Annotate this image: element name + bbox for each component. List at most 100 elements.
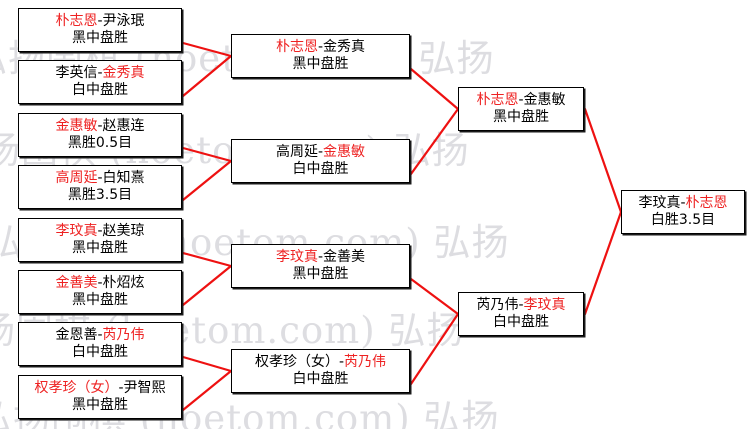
match-box-r1-0[interactable]: 朴志恩-尹泳珉 黑中盘胜 [18,8,182,52]
player-left: 权孝珍（女） [254,354,339,371]
player-separator: - [97,65,103,82]
match-result: 白中盘胜 [72,344,128,360]
match-players: 李玟真-金善美 [276,249,365,266]
connector-r1-0 [181,41,233,58]
match-result: 黑中盘胜 [72,240,128,256]
match-box-r1-7[interactable]: 权孝珍（女）-尹智熙 黑中盘胜 [18,375,182,419]
player-left: 朴志恩 [55,13,98,30]
match-result: 白中盘胜 [493,314,549,330]
match-box-r1-1[interactable]: 李英信-金秀真 白中盘胜 [18,60,182,104]
connector-r1-5 [181,264,233,307]
match-players: 李英信-金秀真 [55,65,144,82]
player-left: 芮乃伟 [476,297,519,314]
connector-r1-3 [181,159,233,202]
player-separator: - [317,144,324,161]
player-separator: - [97,13,103,30]
match-players: 权孝珍（女）-尹智熙 [34,380,165,397]
player-left: 金恩善 [55,327,98,344]
player-left: 高周延 [55,170,98,187]
connector-r2-2 [409,277,460,316]
player-right: 金秀真 [102,65,145,82]
player-left: 权孝珍（女） [34,380,119,397]
match-result: 黑中盘胜 [72,397,128,413]
player-left: 李玟真 [55,223,98,240]
player-left: 金善美 [55,275,98,292]
player-right: 朴志恩 [685,195,728,212]
match-box-r1-2[interactable]: 金惠敏-赵惠连 黑胜0.5目 [18,113,182,157]
player-right: 白知熹 [102,170,145,187]
player-separator: - [338,354,345,371]
player-separator: - [97,275,103,292]
player-left: 朴志恩 [476,92,519,109]
match-box-r2-1[interactable]: 高周延-金惠敏 白中盘胜 [231,139,410,183]
match-players: 朴志恩-尹泳珉 [55,13,144,30]
match-box-semifinal-0[interactable]: 朴志恩-金惠敏 黑中盘胜 [458,87,584,131]
connector-r2-3 [409,312,460,386]
player-right: 赵美琼 [102,223,145,240]
match-result: 白胜3.5目 [650,212,716,228]
match-players: 权孝珍（女）-芮乃伟 [255,354,386,371]
player-left: 李英信 [55,65,98,82]
match-players: 金恩善-芮乃伟 [55,327,144,344]
match-box-r2-2[interactable]: 李玟真-金善美 黑中盘胜 [231,244,410,288]
player-separator: - [680,195,686,212]
player-separator: - [518,297,524,314]
player-right: 金善美 [323,249,366,266]
player-right: 尹泳珉 [102,13,145,30]
match-result: 白中盘胜 [292,371,349,387]
match-result: 白中盘胜 [292,161,349,177]
connector-r1-6 [181,355,233,373]
match-players: 芮乃伟-李玟真 [476,297,565,314]
match-players: 李玟真-朴志恩 [638,195,727,212]
match-box-r1-3[interactable]: 高周延-白知熹 黑胜3.5目 [18,165,182,209]
match-box-r1-4[interactable]: 李玟真-赵美琼 黑中盘胜 [18,218,182,262]
player-left: 朴志恩 [275,39,318,56]
player-right: 李玟真 [523,297,566,314]
player-right: 赵惠连 [102,118,145,135]
match-players: 朴志恩-金惠敏 [476,92,565,109]
match-result: 白中盘胜 [72,82,128,98]
match-box-r2-0[interactable]: 朴志恩-金秀真 黑中盘胜 [231,34,410,78]
player-separator: - [518,92,524,109]
player-left: 高周延 [275,144,318,161]
match-players: 金惠敏-赵惠连 [55,118,144,135]
match-result: 黑中盘胜 [292,56,349,72]
match-box-semifinal-1[interactable]: 芮乃伟-李玟真 白中盘胜 [458,292,584,336]
player-right: 金惠敏 [523,92,566,109]
player-right: 金秀真 [323,39,366,56]
connector-r3-1 [583,210,623,316]
match-box-r1-5[interactable]: 金善美-朴炤炫 黑中盘胜 [18,270,182,314]
player-separator: - [317,39,324,56]
player-separator: - [97,223,103,240]
player-right: 金惠敏 [323,144,366,161]
player-left: 李玟真 [638,195,681,212]
match-result: 黑中盘胜 [493,109,549,125]
player-right: 芮乃伟 [102,327,145,344]
match-result: 黑中盘胜 [292,266,349,282]
connector-r2-1 [409,107,460,176]
connector-r1-7 [181,369,233,412]
match-players: 李玟真-赵美琼 [55,223,144,240]
match-result: 黑胜3.5目 [67,187,133,203]
match-players: 朴志恩-金秀真 [276,39,365,56]
match-players: 高周延-白知熹 [55,170,144,187]
connector-r2-0 [409,67,460,111]
player-separator: - [118,380,124,397]
match-result: 黑胜0.5目 [67,135,133,151]
player-right: 芮乃伟 [344,354,387,371]
match-result: 黑中盘胜 [72,30,128,46]
connector-r3-0 [583,107,623,214]
player-right: 朴炤炫 [102,275,145,292]
match-box-r2-3[interactable]: 权孝珍（女）-芮乃伟 白中盘胜 [231,349,410,393]
match-players: 高周延-金惠敏 [276,144,365,161]
connector-r1-4 [181,251,233,268]
player-separator: - [97,327,103,344]
player-separator: - [97,118,103,135]
match-box-final[interactable]: 李玟真-朴志恩 白胜3.5目 [621,190,745,234]
match-box-r1-6[interactable]: 金恩善-芮乃伟 白中盘胜 [18,322,182,366]
player-separator: - [317,249,324,266]
match-players: 金善美-朴炤炫 [55,275,144,292]
player-separator: - [97,170,103,187]
player-left: 金惠敏 [55,118,98,135]
